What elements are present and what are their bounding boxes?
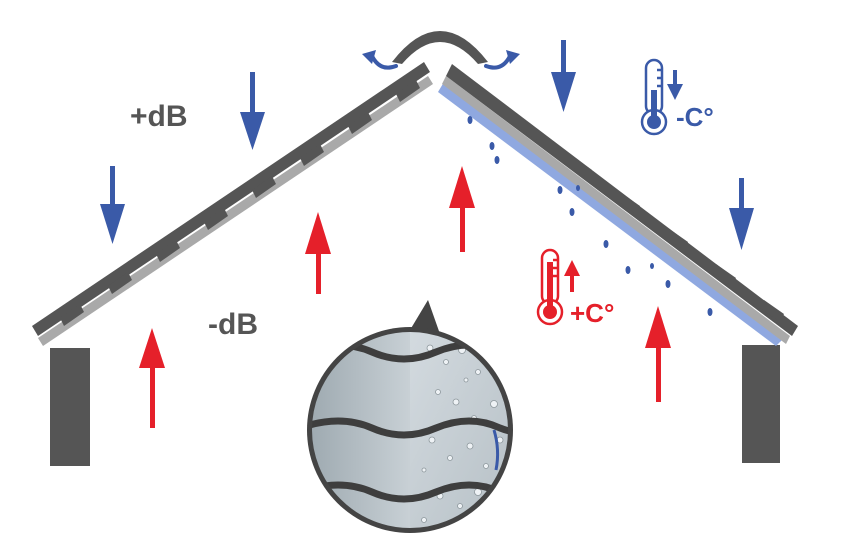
condensation-layer bbox=[438, 82, 782, 346]
down-arrow-icon bbox=[240, 72, 265, 150]
ridge-vent-cap bbox=[392, 31, 488, 64]
warm-air-arrows bbox=[139, 166, 671, 428]
water-drops bbox=[467, 116, 713, 316]
ridge-arrowhead-left bbox=[362, 50, 376, 64]
cold-temperature-label: -C° bbox=[676, 102, 714, 132]
magnifier-lens bbox=[307, 300, 513, 533]
cold-thermometer-icon bbox=[640, 58, 668, 136]
right-wall bbox=[742, 345, 780, 463]
up-arrow-icon bbox=[449, 166, 475, 252]
outside-sound-label: +dB bbox=[130, 100, 188, 133]
up-arrow-icon bbox=[305, 212, 331, 294]
up-arrow-icon bbox=[139, 328, 165, 428]
left-wall bbox=[50, 348, 90, 466]
warm-temperature-label: +C° bbox=[570, 298, 614, 328]
warm-up-arrow-icon bbox=[564, 260, 580, 292]
up-arrow-icon bbox=[645, 306, 671, 402]
down-arrow-icon bbox=[551, 40, 576, 112]
lens-pointer bbox=[410, 300, 440, 334]
warm-thermometer-icon bbox=[536, 248, 564, 326]
right-roof-slope bbox=[438, 64, 798, 346]
water-trickle bbox=[492, 429, 500, 471]
left-roof-slope bbox=[32, 62, 433, 346]
cold-air-arrows bbox=[100, 40, 754, 250]
down-arrow-icon bbox=[729, 178, 754, 250]
down-arrow-icon bbox=[100, 166, 125, 244]
cold-down-arrow-icon bbox=[667, 70, 683, 100]
inside-sound-label: -dB bbox=[208, 308, 258, 341]
ridge-arrowhead-right bbox=[506, 50, 520, 64]
